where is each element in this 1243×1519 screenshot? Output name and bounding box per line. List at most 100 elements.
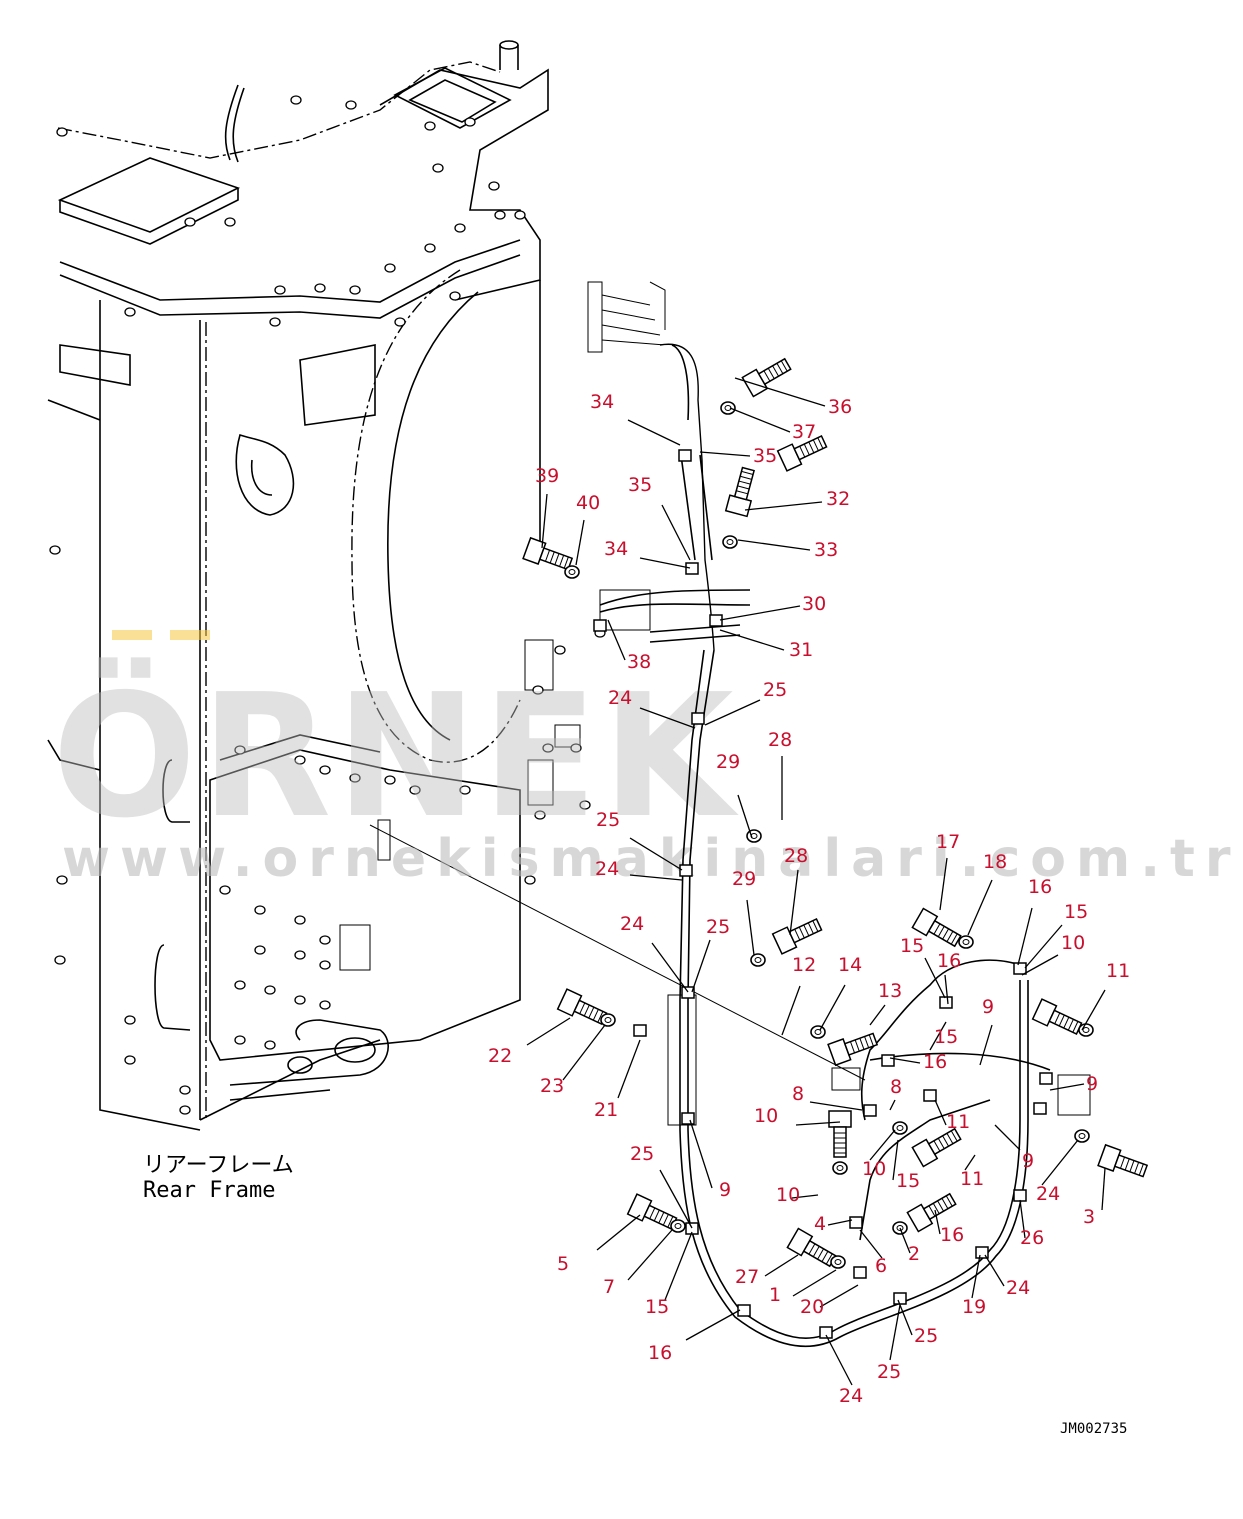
- leader-line: [699, 451, 751, 457]
- harness-clip: [1033, 1102, 1047, 1115]
- part-number-label: 24: [595, 858, 619, 880]
- watermark-brand: ÖRNEK: [52, 657, 739, 856]
- leader-line: [596, 1214, 641, 1251]
- bolt-hole: [384, 263, 396, 273]
- leader-line: [827, 1219, 853, 1226]
- leader-line: [1081, 989, 1106, 1031]
- bolt-hole: [234, 980, 246, 990]
- rear-frame-drawing: [47, 40, 866, 1131]
- part-number-label: 15: [934, 1026, 958, 1048]
- leader-line: [967, 879, 993, 936]
- leader-line: [737, 794, 753, 839]
- leader-line: [899, 1227, 911, 1254]
- washer-hole: [568, 569, 576, 575]
- harness-clip: [893, 1292, 907, 1305]
- bolt-hole: [179, 1105, 191, 1115]
- watermark-umlaut-left: [112, 630, 152, 640]
- bolt-hole: [464, 117, 476, 127]
- part-number-label: 17: [936, 831, 960, 853]
- part-number-label: 10: [862, 1158, 886, 1180]
- part-number-label: 16: [940, 1224, 964, 1246]
- harness-clip: [709, 614, 723, 627]
- part-number-label: 24: [620, 913, 644, 935]
- bolt-hole: [124, 307, 136, 317]
- part-number-label: 34: [590, 391, 614, 413]
- part-number-label: 11: [960, 1168, 984, 1190]
- bolt-hole: [294, 995, 306, 1005]
- leader-line: [934, 1209, 941, 1235]
- part-number-label: 32: [826, 488, 850, 510]
- leader-line: [1017, 907, 1033, 966]
- washer: [892, 1121, 908, 1135]
- part-number-label: 5: [557, 1253, 569, 1275]
- leader-line: [924, 957, 946, 999]
- bolt: [626, 1193, 678, 1230]
- bolt-hole: [124, 1055, 136, 1065]
- bolt-hole: [179, 1085, 191, 1095]
- bolt-hole: [532, 685, 544, 695]
- leader-line: [984, 1254, 1005, 1287]
- harness-clip: [1013, 1189, 1027, 1202]
- leader-line: [541, 493, 548, 549]
- part-number-label: 31: [789, 639, 813, 661]
- bolt: [1031, 998, 1083, 1035]
- part-number-label: 27: [735, 1266, 759, 1288]
- part-number-label: 29: [732, 868, 756, 890]
- washer: [832, 1161, 848, 1175]
- part-number-label: 25: [706, 916, 730, 938]
- part-number-label: 6: [875, 1255, 887, 1277]
- washer-hole: [726, 539, 734, 545]
- part-number-label: 16: [923, 1051, 947, 1073]
- harness-clip: [685, 1222, 699, 1235]
- bolt: [776, 435, 828, 472]
- harness-clip: [863, 1104, 877, 1117]
- leader-line: [791, 1194, 819, 1199]
- bolt: [556, 988, 608, 1025]
- bolt-hole: [56, 875, 68, 885]
- bolt-hole: [349, 773, 361, 783]
- bolt-hole: [254, 945, 266, 955]
- harness-clip: [975, 1246, 989, 1259]
- part-number-label: 12: [792, 954, 816, 976]
- leader-line: [892, 1139, 899, 1181]
- bolt-hole: [269, 317, 281, 327]
- bolt-hole: [449, 291, 461, 301]
- washer: [746, 829, 762, 843]
- harness-clip: [681, 1112, 695, 1125]
- leader-line: [1101, 1167, 1106, 1211]
- part-number-label: 10: [1061, 932, 1085, 954]
- harness-clip: [923, 1089, 937, 1102]
- harness-connector-bundle: [587, 281, 666, 353]
- bolt-hole: [454, 223, 466, 233]
- leader-line: [964, 1154, 976, 1171]
- bolt-hole: [124, 1015, 136, 1025]
- leader-line: [889, 1304, 901, 1361]
- bolt-hole: [349, 285, 361, 295]
- leader-line: [734, 377, 826, 407]
- washer: [1078, 1023, 1094, 1037]
- bolt-hole: [290, 95, 302, 105]
- washer: [830, 1255, 846, 1269]
- leader-line: [627, 419, 681, 446]
- leader-line: [869, 1129, 896, 1161]
- part-number-label: 16: [937, 950, 961, 972]
- part-number-label: 28: [784, 845, 808, 867]
- washer-hole: [896, 1225, 904, 1231]
- part-number-label: 24: [839, 1385, 863, 1407]
- part-number-label: 9: [982, 996, 994, 1018]
- harness-clip: [939, 996, 953, 1009]
- bolt-hole: [219, 885, 231, 895]
- leader-line: [971, 1254, 981, 1299]
- bolt-hole: [542, 743, 554, 753]
- washer: [600, 1013, 616, 1027]
- bolt-hole: [424, 121, 436, 131]
- bolt-hole: [514, 210, 526, 220]
- leader-line: [704, 699, 761, 726]
- harness-clip: [819, 1326, 833, 1339]
- washer: [1074, 1129, 1090, 1143]
- wiring-harness: [587, 281, 1091, 1348]
- part-number-label: 40: [576, 492, 600, 514]
- part-number-label: 35: [753, 445, 777, 467]
- bolt-hole: [184, 217, 196, 227]
- part-number-label: 11: [1106, 960, 1130, 982]
